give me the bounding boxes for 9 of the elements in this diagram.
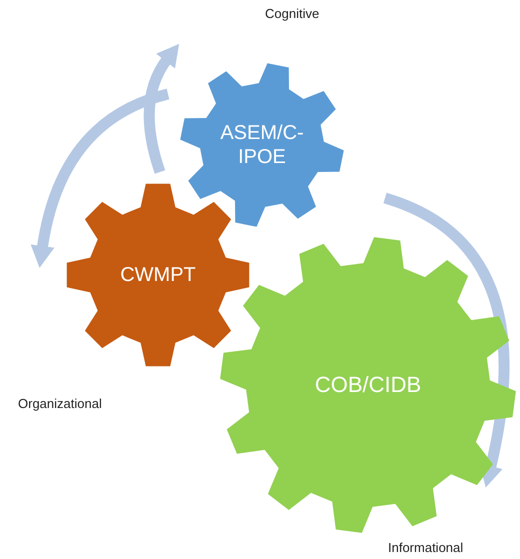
gear-label: COB/CIDB [314, 372, 422, 398]
category-label: Organizational [18, 396, 102, 411]
gear-label: CWMPT [119, 263, 197, 287]
gear-shape [66, 183, 250, 367]
category-label: Informational [388, 540, 464, 555]
gear-shape [180, 63, 344, 227]
gear-label: ASEM/C-IPOE [219, 121, 305, 169]
category-label: Cognitive [265, 6, 320, 21]
gear-shape [220, 237, 516, 533]
